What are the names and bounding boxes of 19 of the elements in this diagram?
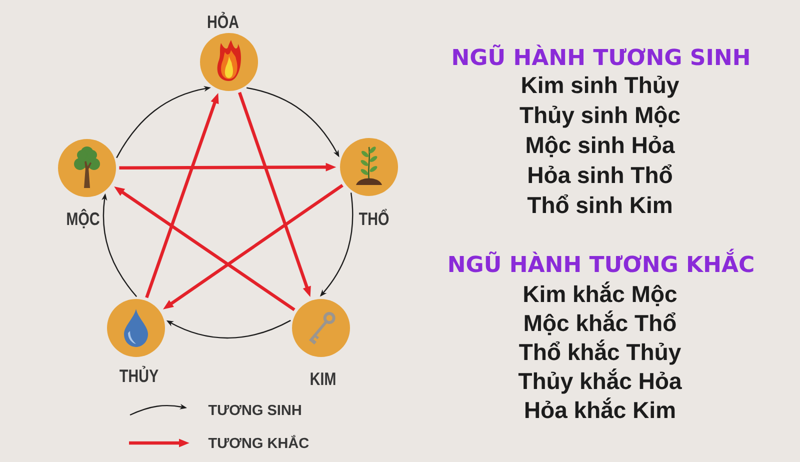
- element-label: MỘC: [67, 208, 100, 228]
- section-heading: NGŨ HÀNH TƯƠNG KHẮC: [449, 248, 754, 272]
- relation-text: Mộc sinh Hỏa: [526, 136, 675, 158]
- element-label: HỎA: [208, 12, 239, 28]
- relation-text: Hỏa khắc Kim: [526, 397, 675, 418]
- relation-text: Kim sinh Thủy: [522, 76, 680, 98]
- legend-label: TƯƠNG KHẮC: [208, 434, 309, 448]
- relation-text: Thủy sinh Mộc: [520, 106, 680, 128]
- relation-text: Thổ sinh Kim: [527, 194, 672, 214]
- relation-text: Hỏa sinh Thổ: [528, 164, 672, 184]
- section-heading: NGŨ HÀNH TƯƠNG SINH: [453, 44, 749, 66]
- element-label: KIM: [310, 372, 336, 385]
- element-label: THỔ: [358, 208, 389, 226]
- legend-label: TƯƠNG SINH: [208, 404, 301, 416]
- relation-text: Kim khắc Mộc: [524, 282, 677, 306]
- element-label: THỦY: [120, 366, 158, 382]
- relation-text: Mộc khắc Thổ: [524, 310, 676, 336]
- relation-text: Thủy khắc Hỏa: [518, 368, 682, 394]
- relation-text: Thổ khắc Thủy: [519, 340, 682, 365]
